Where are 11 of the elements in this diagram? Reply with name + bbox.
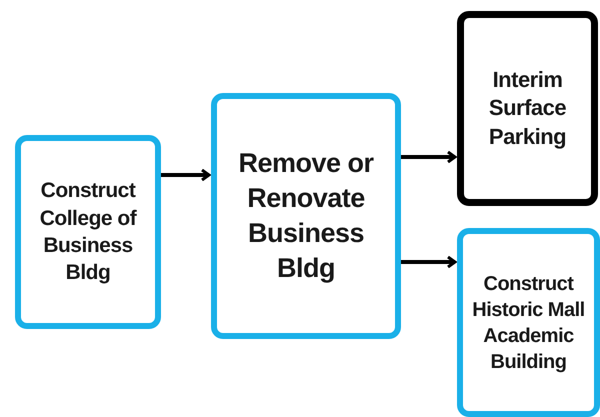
box-label: Interim Surface Parking bbox=[488, 66, 568, 151]
box-label: Construct Historic Mall Academic Building bbox=[471, 272, 586, 374]
box-label: Remove or Renovate Business Bldg bbox=[237, 146, 375, 286]
process-box bbox=[15, 135, 161, 329]
box-label: Construct College of Business Bldg bbox=[38, 178, 138, 286]
process-box bbox=[211, 93, 401, 339]
arrow bbox=[161, 168, 210, 182]
process-box bbox=[457, 228, 600, 417]
arrow bbox=[401, 150, 456, 164]
process-box bbox=[457, 11, 598, 206]
arrow bbox=[401, 256, 456, 268]
